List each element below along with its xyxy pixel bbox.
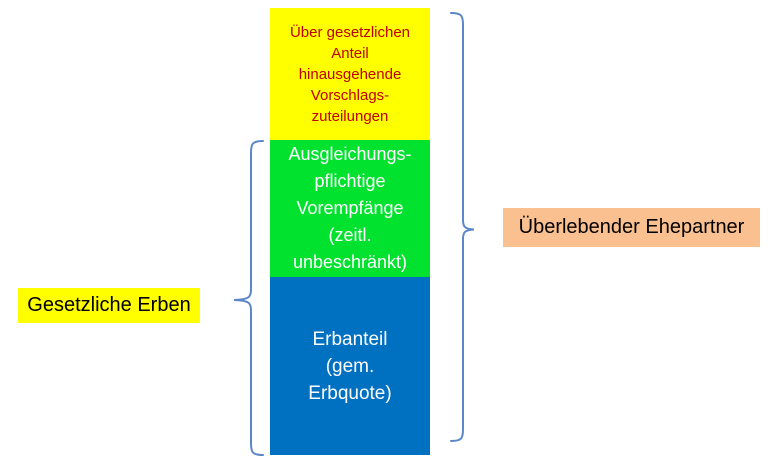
segment-vorempfaenge-text: Ausgleichungs- pflichtige Vorempfänge (z…	[288, 144, 412, 272]
label-ueberlebender-ehepartner: Überlebender Ehepartner	[503, 208, 760, 247]
label-gesetzliche-erben: Gesetzliche Erben	[18, 288, 200, 323]
right-brace	[450, 12, 475, 442]
stack-column: Über gesetzlichen Anteil hinausgehende V…	[270, 8, 430, 455]
label-gesetzliche-erben-text: Gesetzliche Erben	[27, 294, 191, 316]
segment-vorempfaenge: Ausgleichungs- pflichtige Vorempfänge (z…	[270, 140, 430, 277]
segment-vorschlagszuteilungen: Über gesetzlichen Anteil hinausgehende V…	[270, 8, 430, 140]
left-brace	[233, 140, 264, 456]
segment-vorschlagszuteilungen-text: Über gesetzlichen Anteil hinausgehende V…	[289, 23, 411, 125]
segment-erbanteil-text: Erbanteil (gem. Erbquote)	[308, 328, 392, 404]
label-ueberlebender-ehepartner-text: Überlebender Ehepartner	[518, 216, 745, 238]
segment-erbanteil: Erbanteil (gem. Erbquote)	[270, 277, 430, 455]
